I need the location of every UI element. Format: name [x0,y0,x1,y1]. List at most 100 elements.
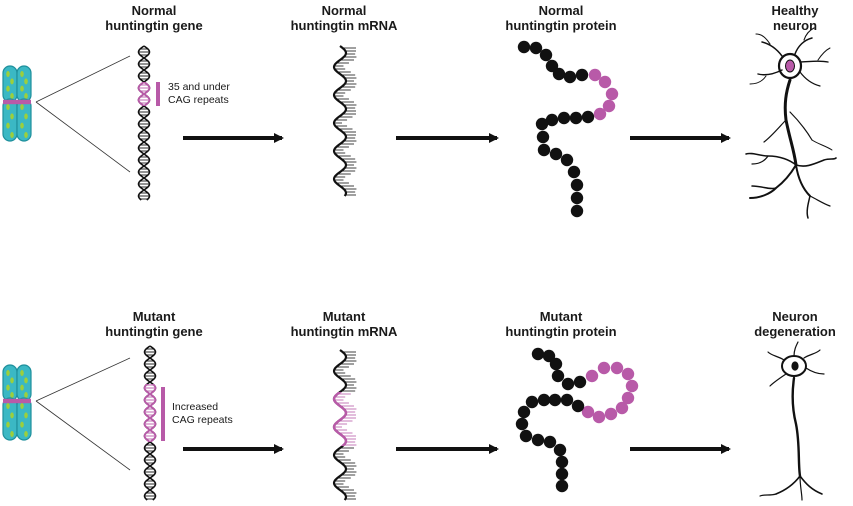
mutant-zoom-lines [35,357,131,471]
normal-protein-chain-icon [517,40,619,218]
chromatid-spot [20,403,24,409]
amino-acid-bead [621,367,635,381]
amino-acid-bead [539,48,553,62]
chromatid-spot [20,85,24,92]
chromatid-spot [24,377,28,384]
amino-acid-bead [575,68,589,82]
chromatid-arm [16,364,32,402]
amino-acid-bead [570,204,584,218]
mrna-strand [332,45,348,197]
chromatid-spot [20,370,24,376]
amino-acid-bead [529,41,543,55]
chromatid-spot [6,71,10,77]
degeneration-neuron-title: Neuron degeneration [754,309,836,339]
dna-strand [143,345,157,501]
amino-acid-bead [604,407,618,421]
amino-acid-bead [569,111,583,125]
chromatid-spot [20,104,24,110]
amino-acid-bead [610,361,624,375]
amino-acid-bead [517,40,531,54]
amino-acid-bead [573,375,587,389]
mutant-gene-title: Mutant huntingtin gene [105,309,203,339]
chromatid-spot [24,78,28,85]
mutant-cag-note: Increased CAG repeats [172,401,233,426]
amino-acid-bead [542,349,556,363]
amino-acid-bead [549,357,563,371]
mutant-mrna-title: Mutant huntingtin mRNA [290,309,398,339]
amino-acid-bead [515,417,529,431]
amino-acid-bead [545,113,559,127]
arrows [183,133,731,454]
normal-cag-bar [156,82,160,106]
chromatid-arm [2,65,18,103]
chromatid-spot [6,384,10,391]
amino-acid-bead [517,405,531,419]
cag-mrna-strand [332,392,348,446]
amino-acid-bead [593,107,607,121]
healthy-neuron-icon [745,27,837,219]
amino-acid-bead [585,369,599,383]
cag-strand [143,384,157,442]
normal-protein-title: Normal huntingtin protein [505,3,617,33]
amino-acid-bead [535,117,549,131]
amino-acid-bead [537,393,551,407]
mutant-chromosome-icon [2,364,32,441]
chromatid-spot [6,122,10,129]
chromatid-spot [24,412,28,419]
amino-acid-bead [597,361,611,375]
amino-acid-bead [548,393,562,407]
amino-acid-bead [588,68,602,82]
amino-acid-bead [560,153,574,167]
chromatid-spot [10,78,14,85]
chromatid-arm [2,397,18,441]
amino-acid-bead [555,467,569,481]
amino-acid-bead [531,347,545,361]
dna-strand [137,45,151,201]
normal-zoom-lines [35,55,131,173]
chromatid-spot [6,421,10,428]
chromatid-spot [24,93,28,99]
chromatid-arm [16,397,32,441]
amino-acid-bead [567,165,581,179]
amino-acid-bead [549,147,563,161]
amino-acid-bead [560,393,574,407]
mutant-dna-helix-icon [143,345,157,501]
amino-acid-bead [545,59,559,73]
amino-acid-bead [557,111,571,125]
chromatid-spot [6,85,10,92]
amino-acid-bead [621,391,635,405]
chromatid-arm [16,65,32,103]
amino-acid-bead [536,130,550,144]
amino-acid-bead [555,479,569,493]
chromatid-spot [10,93,14,99]
chromatid-spot [20,384,24,391]
dna-strand [137,45,151,201]
gene-band [3,398,31,404]
chromatid-arm [2,364,18,402]
normal-gene-title: Normal huntingtin gene [105,3,203,33]
normal-mrna-title: Normal huntingtin mRNA [290,3,398,33]
amino-acid-bead [615,401,629,415]
amino-acid-bead [581,405,595,419]
chromatid-spot [10,132,14,138]
amino-acid-bead [592,410,606,424]
chromatid-spot [6,370,10,376]
degenerating-neuron-icon [759,341,825,501]
chromatid-spot [20,71,24,77]
normal-cag-note: 35 and under CAG repeats [168,81,230,106]
chromatid-spot [10,377,14,384]
chromatid-spot [6,403,10,409]
chromatid-spot [10,412,14,419]
amino-acid-bead [625,379,639,393]
mutant-cag-bar [161,387,165,441]
amino-acid-bead [571,399,585,413]
amino-acid-bead [543,435,557,449]
chromatid-spot [24,132,28,138]
normal-dna-helix-icon [137,45,151,201]
chromatid-spot [10,392,14,398]
amino-acid-bead [570,178,584,192]
amino-acid-bead [531,433,545,447]
normal-mrna-icon [332,45,357,197]
chromatid-spot [10,113,14,120]
